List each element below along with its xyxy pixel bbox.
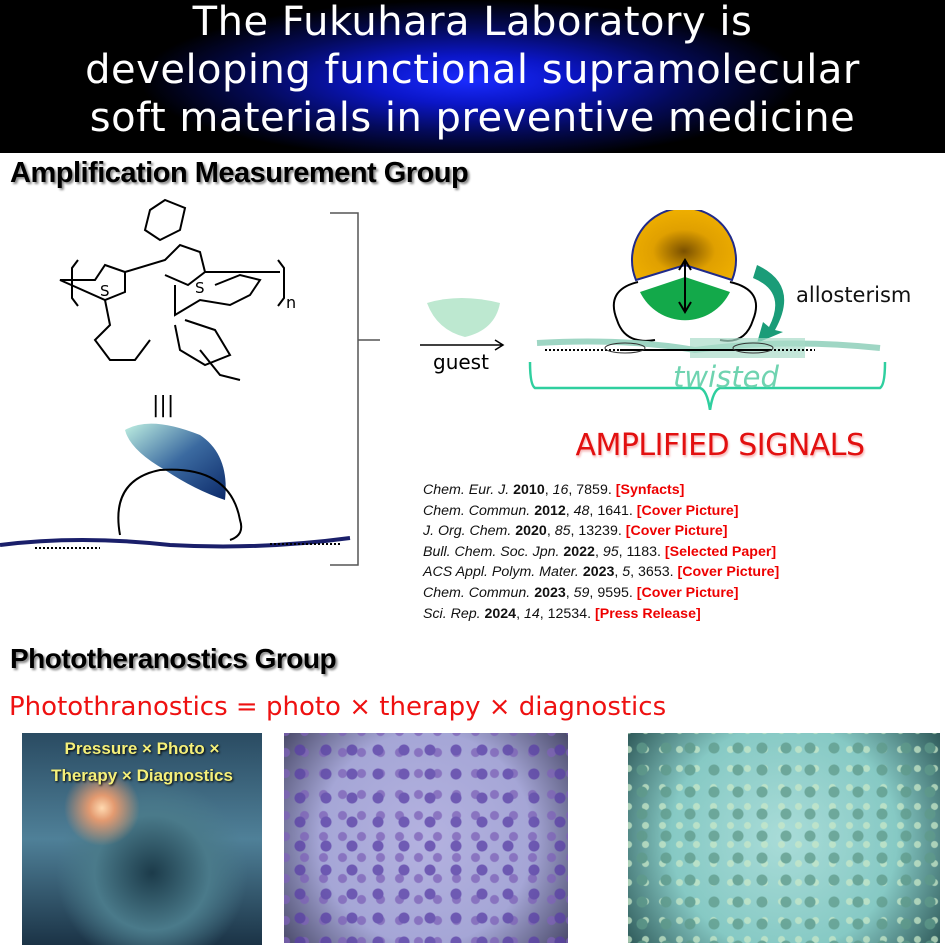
reference-item: Bull. Chem. Soc. Jpn. 2022, 95, 1183. [S… (423, 543, 777, 560)
title-banner: The Fukuhara Laboratory is developing fu… (0, 0, 945, 153)
twisted-label: twisted (673, 360, 779, 394)
guest-label: guest (433, 350, 489, 374)
sulfur-label-2: S (195, 279, 205, 297)
orange-host-sector (631, 210, 737, 282)
amplified-signals-label: AMPLIFIED SIGNALS (575, 428, 865, 463)
reference-tag: [Cover Picture] (636, 584, 739, 601)
title-line-1: The Fukuhara Laboratory is (192, 0, 753, 45)
title-line-3: soft materials in preventive medicine (89, 95, 856, 141)
caption-line-1: Pressure × Photo × (64, 739, 220, 758)
microscopy-image-fluorescent (628, 733, 940, 943)
amplification-group-heading: Amplification Measurement Group (10, 157, 469, 189)
arrow-right-icon (420, 339, 505, 351)
reference-item: Chem. Commun. 2012, 48, 1641. [Cover Pic… (423, 502, 739, 519)
thiophene-ring-2 (732, 342, 774, 354)
reference-tag: [Cover Picture] (625, 523, 728, 540)
reference-item: J. Org. Chem. 2020, 85, 13239. [Cover Pi… (423, 523, 728, 540)
guest-cone-shape (125, 423, 226, 500)
reference-tag: [Cover Picture] (677, 564, 780, 581)
chemical-structure (59, 198, 285, 381)
guest-addition-diagram (420, 298, 505, 351)
thiophene-ring-1 (604, 342, 646, 354)
cell-pattern (284, 733, 568, 943)
reference-item: Sci. Rep. 2024, 14, 12534. [Press Releas… (423, 605, 701, 622)
equivalence-mark: ||| (152, 393, 174, 418)
reference-tag: [Selected Paper] (664, 543, 777, 560)
microscopy-image-stained (284, 733, 568, 943)
polymer-backbone (0, 536, 351, 549)
reference-tag: [Cover Picture] (636, 502, 739, 519)
reference-list: Chem. Eur. J. 2010, 16, 7859. [Synfacts]… (423, 480, 779, 624)
guest-icon (427, 298, 500, 337)
title-line-2: developing functional supramolecular (85, 47, 860, 93)
bracket (330, 212, 380, 566)
reference-tag: [Synfacts] (615, 482, 685, 498)
phototheranostics-group-heading: Phototheranostics Group (10, 643, 337, 674)
double-arrow-icon (678, 258, 692, 314)
allosterism-label: allosterism (796, 283, 912, 307)
reference-item: Chem. Eur. J. 2010, 16, 7859. [Synfacts] (423, 482, 685, 498)
polymer-structure-diagram: S S n ||| (0, 198, 380, 566)
teal-brace (528, 361, 887, 410)
twisted-ribbon (690, 338, 805, 358)
illustration-caption: Pressure × Photo × Therapy × Diagnostics (22, 735, 262, 789)
sulfur-label-1: S (100, 282, 110, 300)
caption-line-2: Therapy × Diagnostics (51, 766, 233, 785)
reference-item: ACS Appl. Polym. Mater. 2023, 5, 3653. [… (423, 564, 780, 581)
phototheranostics-illustration: Pressure × Photo × Therapy × Diagnostics (22, 733, 262, 945)
allosterism-arrow-icon (753, 265, 785, 343)
reference-tag: [Press Release] (595, 605, 701, 622)
dotted-chain (35, 543, 340, 549)
repeat-n-label: n (286, 293, 296, 312)
reference-item: Chem. Commun. 2023, 59, 9595. [Cover Pic… (423, 584, 739, 601)
phototheranostics-equation: Photothranostics = photo × therapy × dia… (9, 692, 667, 722)
cell-pattern (628, 733, 940, 943)
crown-loop (117, 468, 243, 541)
allosteric-diagram (528, 210, 887, 410)
